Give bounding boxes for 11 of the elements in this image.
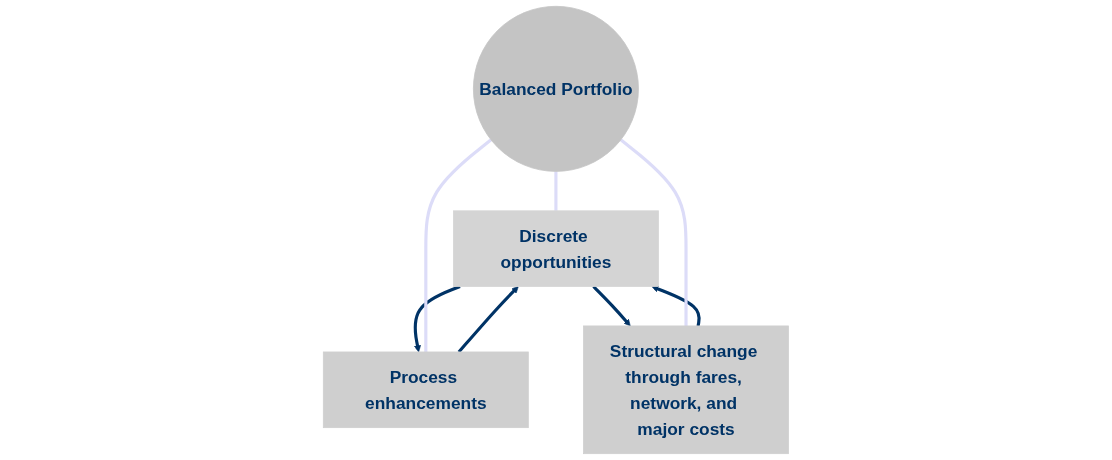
connector	[619, 138, 688, 326]
arrow	[651, 285, 701, 327]
node-circle: Balanced Portfolio	[473, 5, 639, 172]
arrow	[457, 286, 519, 353]
arrow	[413, 285, 461, 353]
node-box: Discrete opportunities	[453, 210, 659, 287]
node-box: Structural change through fares, network, and major costs	[583, 325, 789, 455]
arrow	[592, 285, 631, 327]
node-box: Process enhancements	[323, 351, 529, 429]
connector	[424, 138, 493, 352]
connector	[554, 171, 558, 211]
